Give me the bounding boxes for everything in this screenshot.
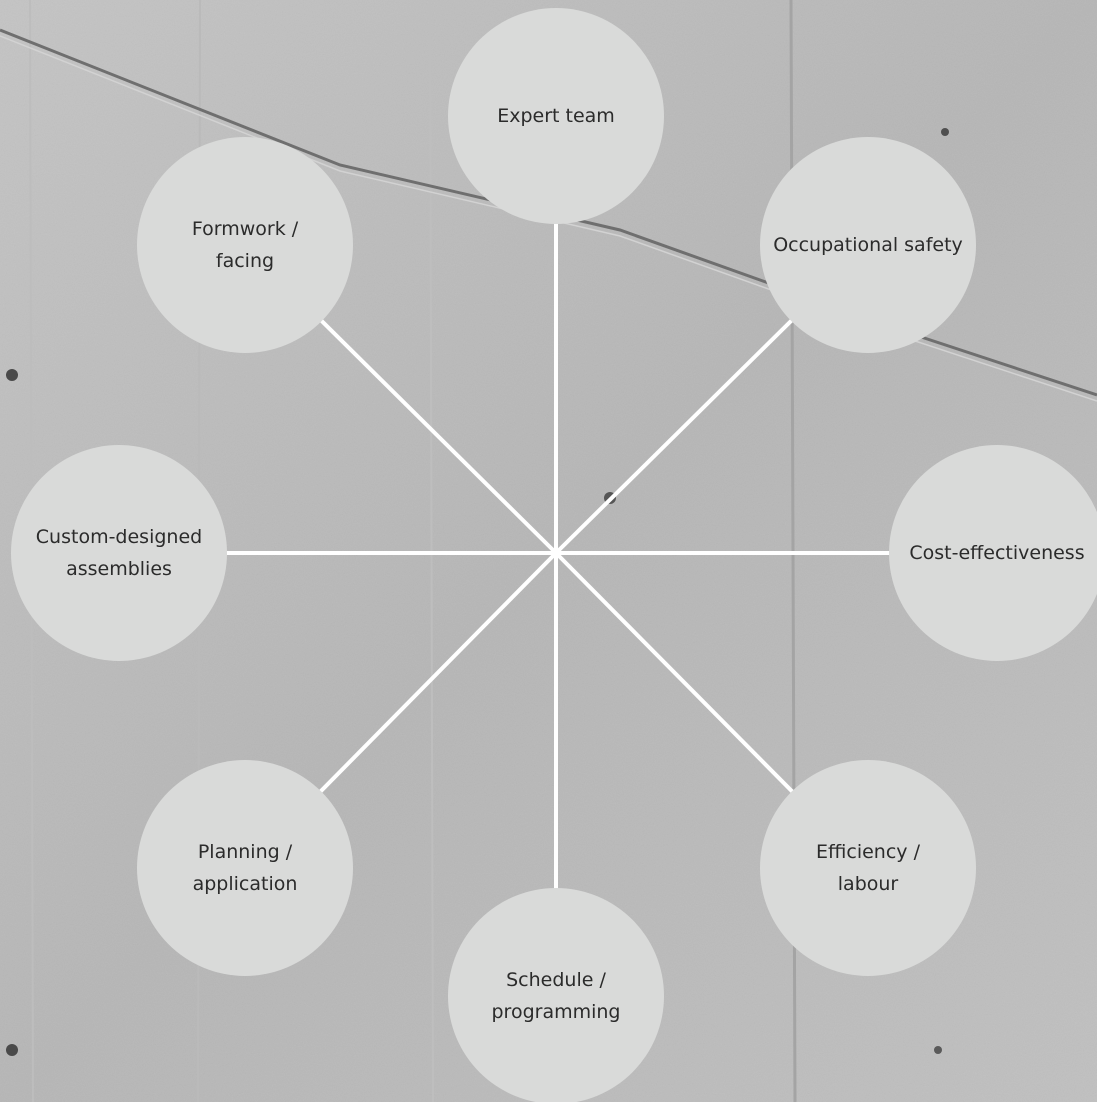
tie-hole (941, 128, 949, 136)
diagonal-crack (0, 28, 1097, 397)
node-label: Planning / application (192, 841, 298, 895)
node-expert-team: Expert team (448, 8, 664, 224)
node-label: Occupational safety (773, 234, 963, 256)
node-label: Cost-effectiveness (909, 542, 1085, 564)
node-label: Expert team (497, 105, 615, 127)
node-label: Schedule / programming (491, 969, 621, 1023)
tie-hole (6, 1044, 18, 1056)
node-custom-designed-assemblies: Custom-designed assemblies (11, 445, 227, 661)
node-occupational-safety: Occupational safety (760, 137, 976, 353)
tie-hole (934, 1046, 942, 1054)
node-planning-application: Planning / application (137, 760, 353, 976)
node-cost-effectiveness: Cost-effectiveness (889, 445, 1097, 661)
node-schedule-programming: Schedule / programming (448, 888, 664, 1102)
tie-hole (6, 369, 18, 381)
node-label: Formwork / facing (191, 218, 299, 272)
node-label: Custom-designed assemblies (35, 526, 203, 580)
node-label: Efficiency / labour (816, 841, 920, 895)
node-efficiency-labour: Efficiency / labour (760, 760, 976, 976)
node-formwork-facing: Formwork / facing (137, 137, 353, 353)
